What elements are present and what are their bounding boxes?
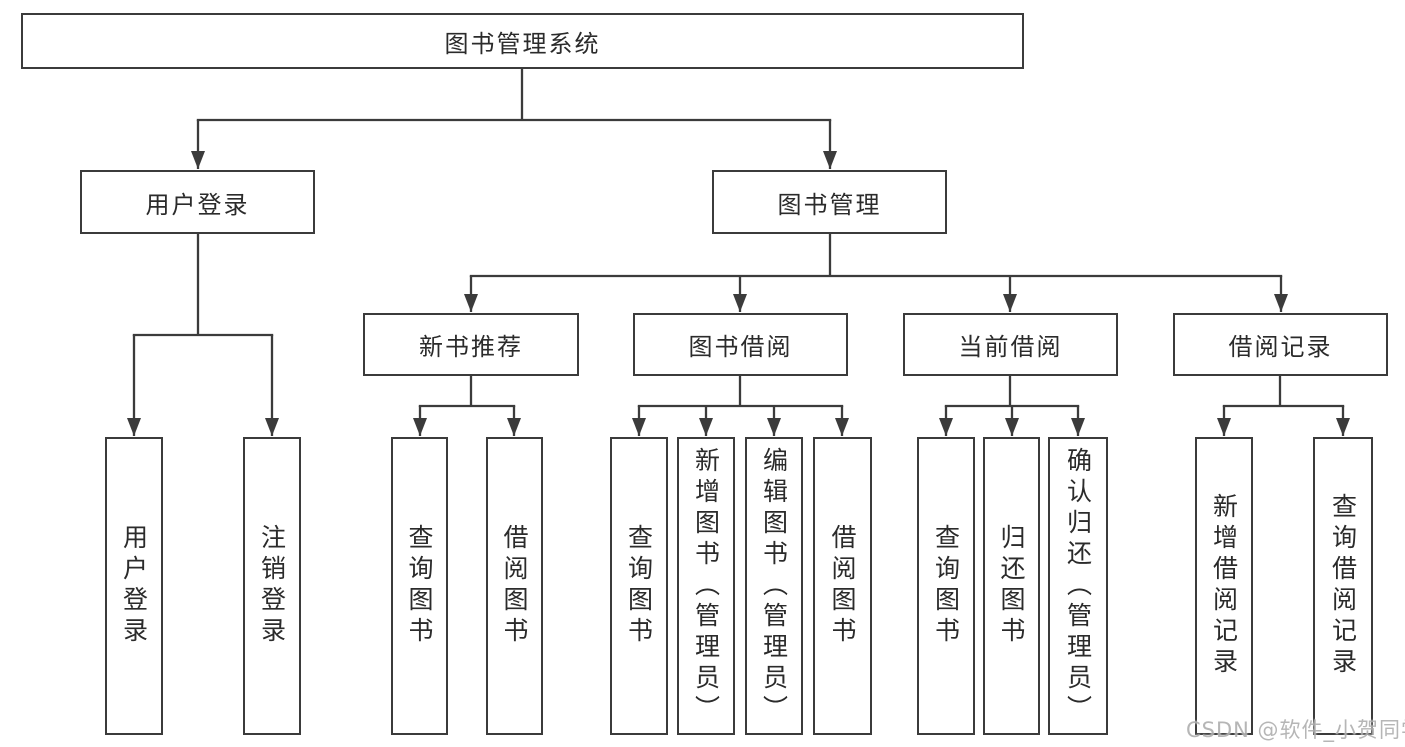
leaf-label: 归还图书: [997, 524, 1026, 648]
node-book-borrow: 图书借阅: [633, 313, 848, 376]
leaf-query-books-recommend: 查询图书: [391, 437, 448, 735]
leaf-label: 确认归还（管理员）: [1063, 446, 1093, 726]
leaf-label: 新增借阅记录: [1209, 493, 1239, 679]
node-root-library-system: 图书管理系统: [21, 13, 1024, 69]
leaf-label: 查询图书: [624, 524, 654, 648]
node-book-management: 图书管理: [712, 170, 947, 234]
leaf-label: 查询图书: [405, 524, 434, 648]
leaf-add-borrow-record: 新增借阅记录: [1195, 437, 1253, 735]
leaf-label: 用户登录: [119, 524, 149, 648]
csdn-watermark: CSDN @软件_小贺同学: [1186, 718, 1405, 742]
leaf-confirm-return-admin: 确认归还（管理员）: [1048, 437, 1108, 735]
leaf-label: 查询借阅记录: [1328, 493, 1358, 679]
leaf-borrow-books: 借阅图书: [813, 437, 872, 735]
leaf-label: 查询图书: [931, 524, 961, 648]
leaf-logout: 注销登录: [243, 437, 301, 735]
leaf-edit-books-admin: 编辑图书（管理员）: [745, 437, 803, 735]
leaf-query-books-borrow: 查询图书: [610, 437, 668, 735]
leaf-query-books-current: 查询图书: [917, 437, 975, 735]
leaf-label: 借阅图书: [828, 524, 857, 648]
leaf-return-books: 归还图书: [983, 437, 1040, 735]
leaf-label: 注销登录: [257, 524, 287, 648]
node-borrow-records: 借阅记录: [1173, 313, 1388, 376]
leaf-add-books-admin: 新增图书（管理员）: [677, 437, 735, 735]
leaf-label: 编辑图书（管理员）: [759, 446, 789, 726]
leaf-label: 借阅图书: [500, 524, 529, 648]
leaf-label: 新增图书（管理员）: [691, 446, 721, 726]
leaf-query-borrow-record: 查询借阅记录: [1313, 437, 1373, 735]
node-current-borrow: 当前借阅: [903, 313, 1118, 376]
node-new-book-recommend: 新书推荐: [363, 313, 579, 376]
leaf-user-login: 用户登录: [105, 437, 163, 735]
leaf-borrow-books-recommend: 借阅图书: [486, 437, 543, 735]
node-user-login: 用户登录: [80, 170, 315, 234]
